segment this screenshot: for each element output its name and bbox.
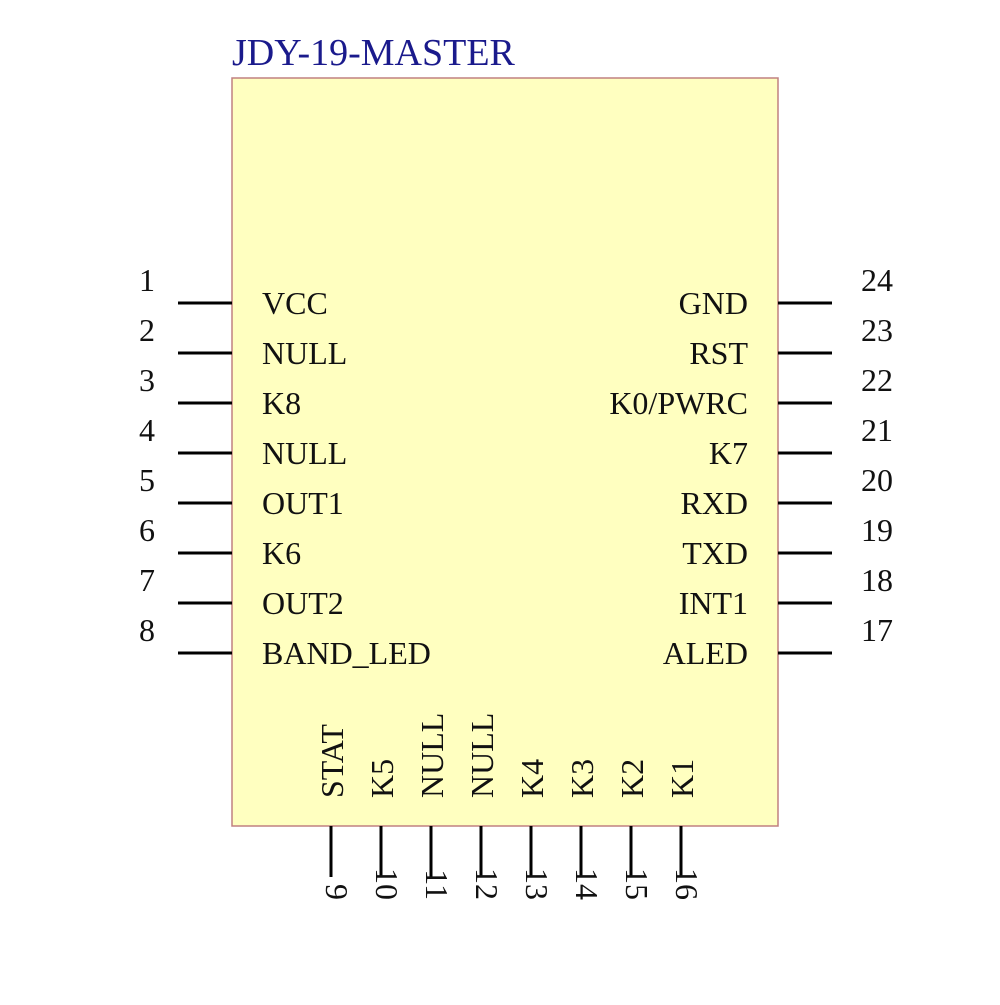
bottom-pin-label: K1: [664, 759, 700, 798]
left-pin-label: OUT2: [262, 585, 344, 621]
bottom-pin-label: K2: [614, 759, 650, 798]
bottom-pin-label: NULL: [464, 713, 500, 798]
right-pin-label: RST: [689, 335, 748, 371]
right-pin-number: 23: [861, 312, 893, 348]
left-pin-label: K6: [262, 535, 301, 571]
left-pin-number: 6: [139, 512, 155, 548]
right-pin-number: 19: [861, 512, 893, 548]
bottom-pin-number: 9: [319, 884, 355, 900]
bottom-pin-number: 13: [519, 868, 555, 900]
bottom-pin-number: 15: [619, 868, 655, 900]
left-pin-label: K8: [262, 385, 301, 421]
left-pin-number: 7: [139, 562, 155, 598]
right-pin-label: ALED: [663, 635, 748, 671]
left-pin-number: 4: [139, 412, 155, 448]
left-pin-number: 1: [139, 262, 155, 298]
bottom-pin-label: STAT: [314, 724, 350, 798]
right-pin-label: TXD: [682, 535, 748, 571]
right-pin-label: RXD: [680, 485, 748, 521]
module-title: JDY-19-MASTER: [232, 32, 516, 74]
left-pin-number: 8: [139, 612, 155, 648]
bottom-pin-label: K4: [514, 759, 550, 798]
bottom-pin-number: 11: [419, 869, 455, 900]
right-pin-number: 18: [861, 562, 893, 598]
left-pin-label: OUT1: [262, 485, 344, 521]
right-pin-number: 21: [861, 412, 893, 448]
module-body: [231, 77, 779, 827]
right-pin-label: K0/PWRC: [609, 385, 748, 421]
bottom-pin-label: K3: [564, 759, 600, 798]
bottom-pin-number: 16: [669, 868, 705, 900]
right-pin-number: 24: [861, 262, 893, 298]
bottom-pin-label: K5: [364, 759, 400, 798]
right-pin-number: 20: [861, 462, 893, 498]
right-pin-label: INT1: [679, 585, 748, 621]
left-pin-number: 3: [139, 362, 155, 398]
left-pin-label: BAND_LED: [262, 635, 431, 671]
right-pin-number: 17: [861, 612, 893, 648]
right-pin-label: GND: [679, 285, 748, 321]
left-pin-number: 5: [139, 462, 155, 498]
bottom-pin-number: 14: [569, 868, 605, 900]
left-pin-label: NULL: [262, 335, 347, 371]
left-pin-number: 2: [139, 312, 155, 348]
right-pin-label: K7: [709, 435, 748, 471]
left-pin-label: VCC: [262, 285, 328, 321]
bottom-pin-number: 12: [469, 868, 505, 900]
left-pin-label: NULL: [262, 435, 347, 471]
bottom-pin-number: 10: [369, 868, 405, 900]
right-pin-number: 22: [861, 362, 893, 398]
bottom-pin-label: NULL: [414, 713, 450, 798]
pin-group: 1VCC2NULL3K84NULL5OUT16K67OUT28BAND_LED2…: [139, 262, 893, 900]
